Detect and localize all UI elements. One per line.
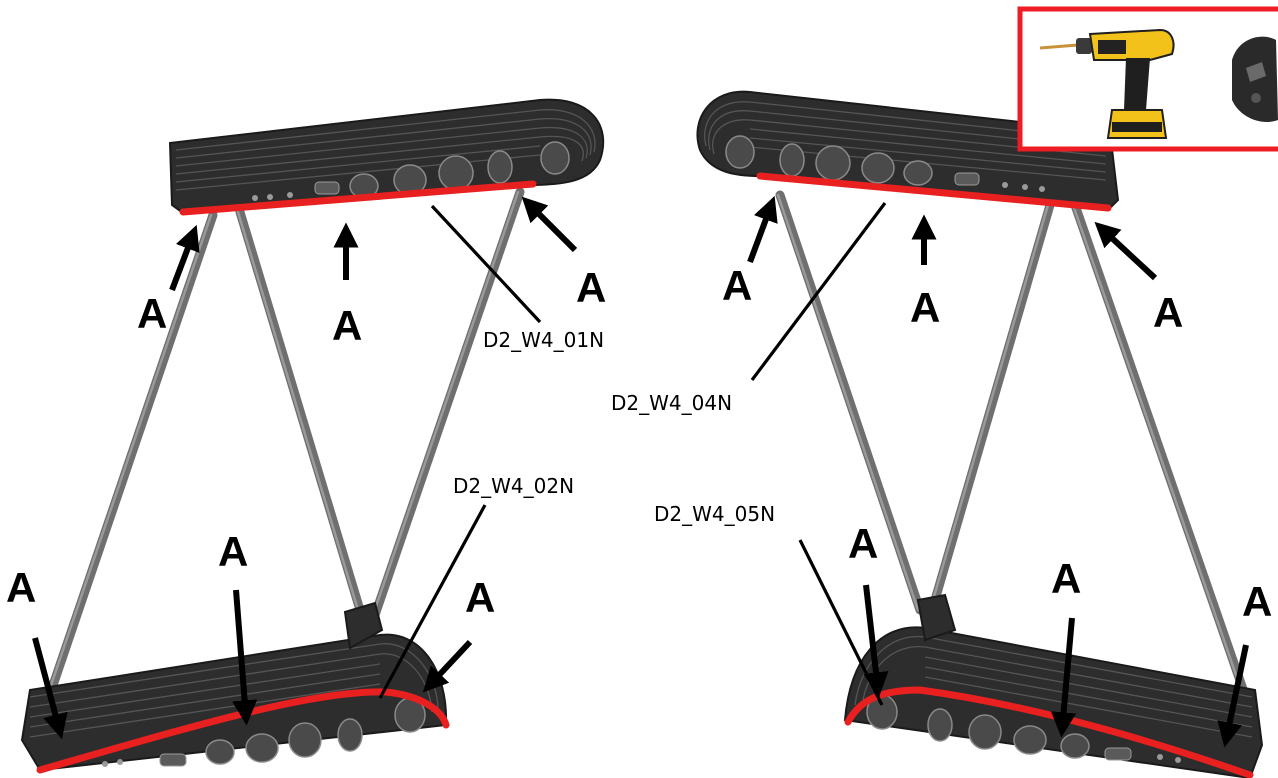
- label-a: A: [1051, 555, 1081, 602]
- label-a: A: [332, 302, 362, 349]
- left-assembly: [20, 98, 605, 774]
- top-right-panel: [696, 90, 1120, 212]
- part-label-d2-w4-01n: D2_W4_01N: [483, 328, 604, 352]
- bottom-left-panel: [20, 601, 450, 774]
- label-a: A: [576, 264, 606, 311]
- part-label-d2-w4-05n: D2_W4_05N: [654, 502, 775, 526]
- cordless-drill-icon: [1039, 28, 1175, 139]
- label-a: A: [137, 290, 167, 337]
- right-support-rods: [775, 190, 1250, 700]
- bottom-right-panel: [843, 593, 1264, 778]
- label-a: A: [910, 284, 940, 331]
- label-a: A: [1153, 289, 1183, 336]
- fastener-arrows: [32, 195, 1249, 748]
- label-a: A: [1242, 578, 1272, 625]
- label-a: A: [465, 574, 495, 621]
- label-a: A: [218, 528, 248, 575]
- part-label-d2-w4-02n: D2_W4_02N: [453, 474, 574, 498]
- part-leaders: [378, 202, 887, 706]
- left-bracket: [343, 601, 384, 650]
- tools-panel: [1017, 6, 1278, 152]
- right-assembly: [696, 90, 1264, 778]
- hex-driver-bit-icon: [1232, 36, 1278, 122]
- top-left-panel: [168, 98, 605, 216]
- part-labels: D2_W4_01N D2_W4_02N D2_W4_04N D2_W4_05N: [453, 328, 775, 526]
- label-a: A: [6, 564, 36, 611]
- label-a: A: [722, 262, 752, 309]
- fastener-labels: A A A A A A A A A A A A: [6, 262, 1272, 625]
- label-a: A: [848, 520, 878, 567]
- left-support-rods: [43, 187, 525, 705]
- right-bracket: [916, 593, 957, 642]
- part-label-d2-w4-04n: D2_W4_04N: [611, 391, 732, 415]
